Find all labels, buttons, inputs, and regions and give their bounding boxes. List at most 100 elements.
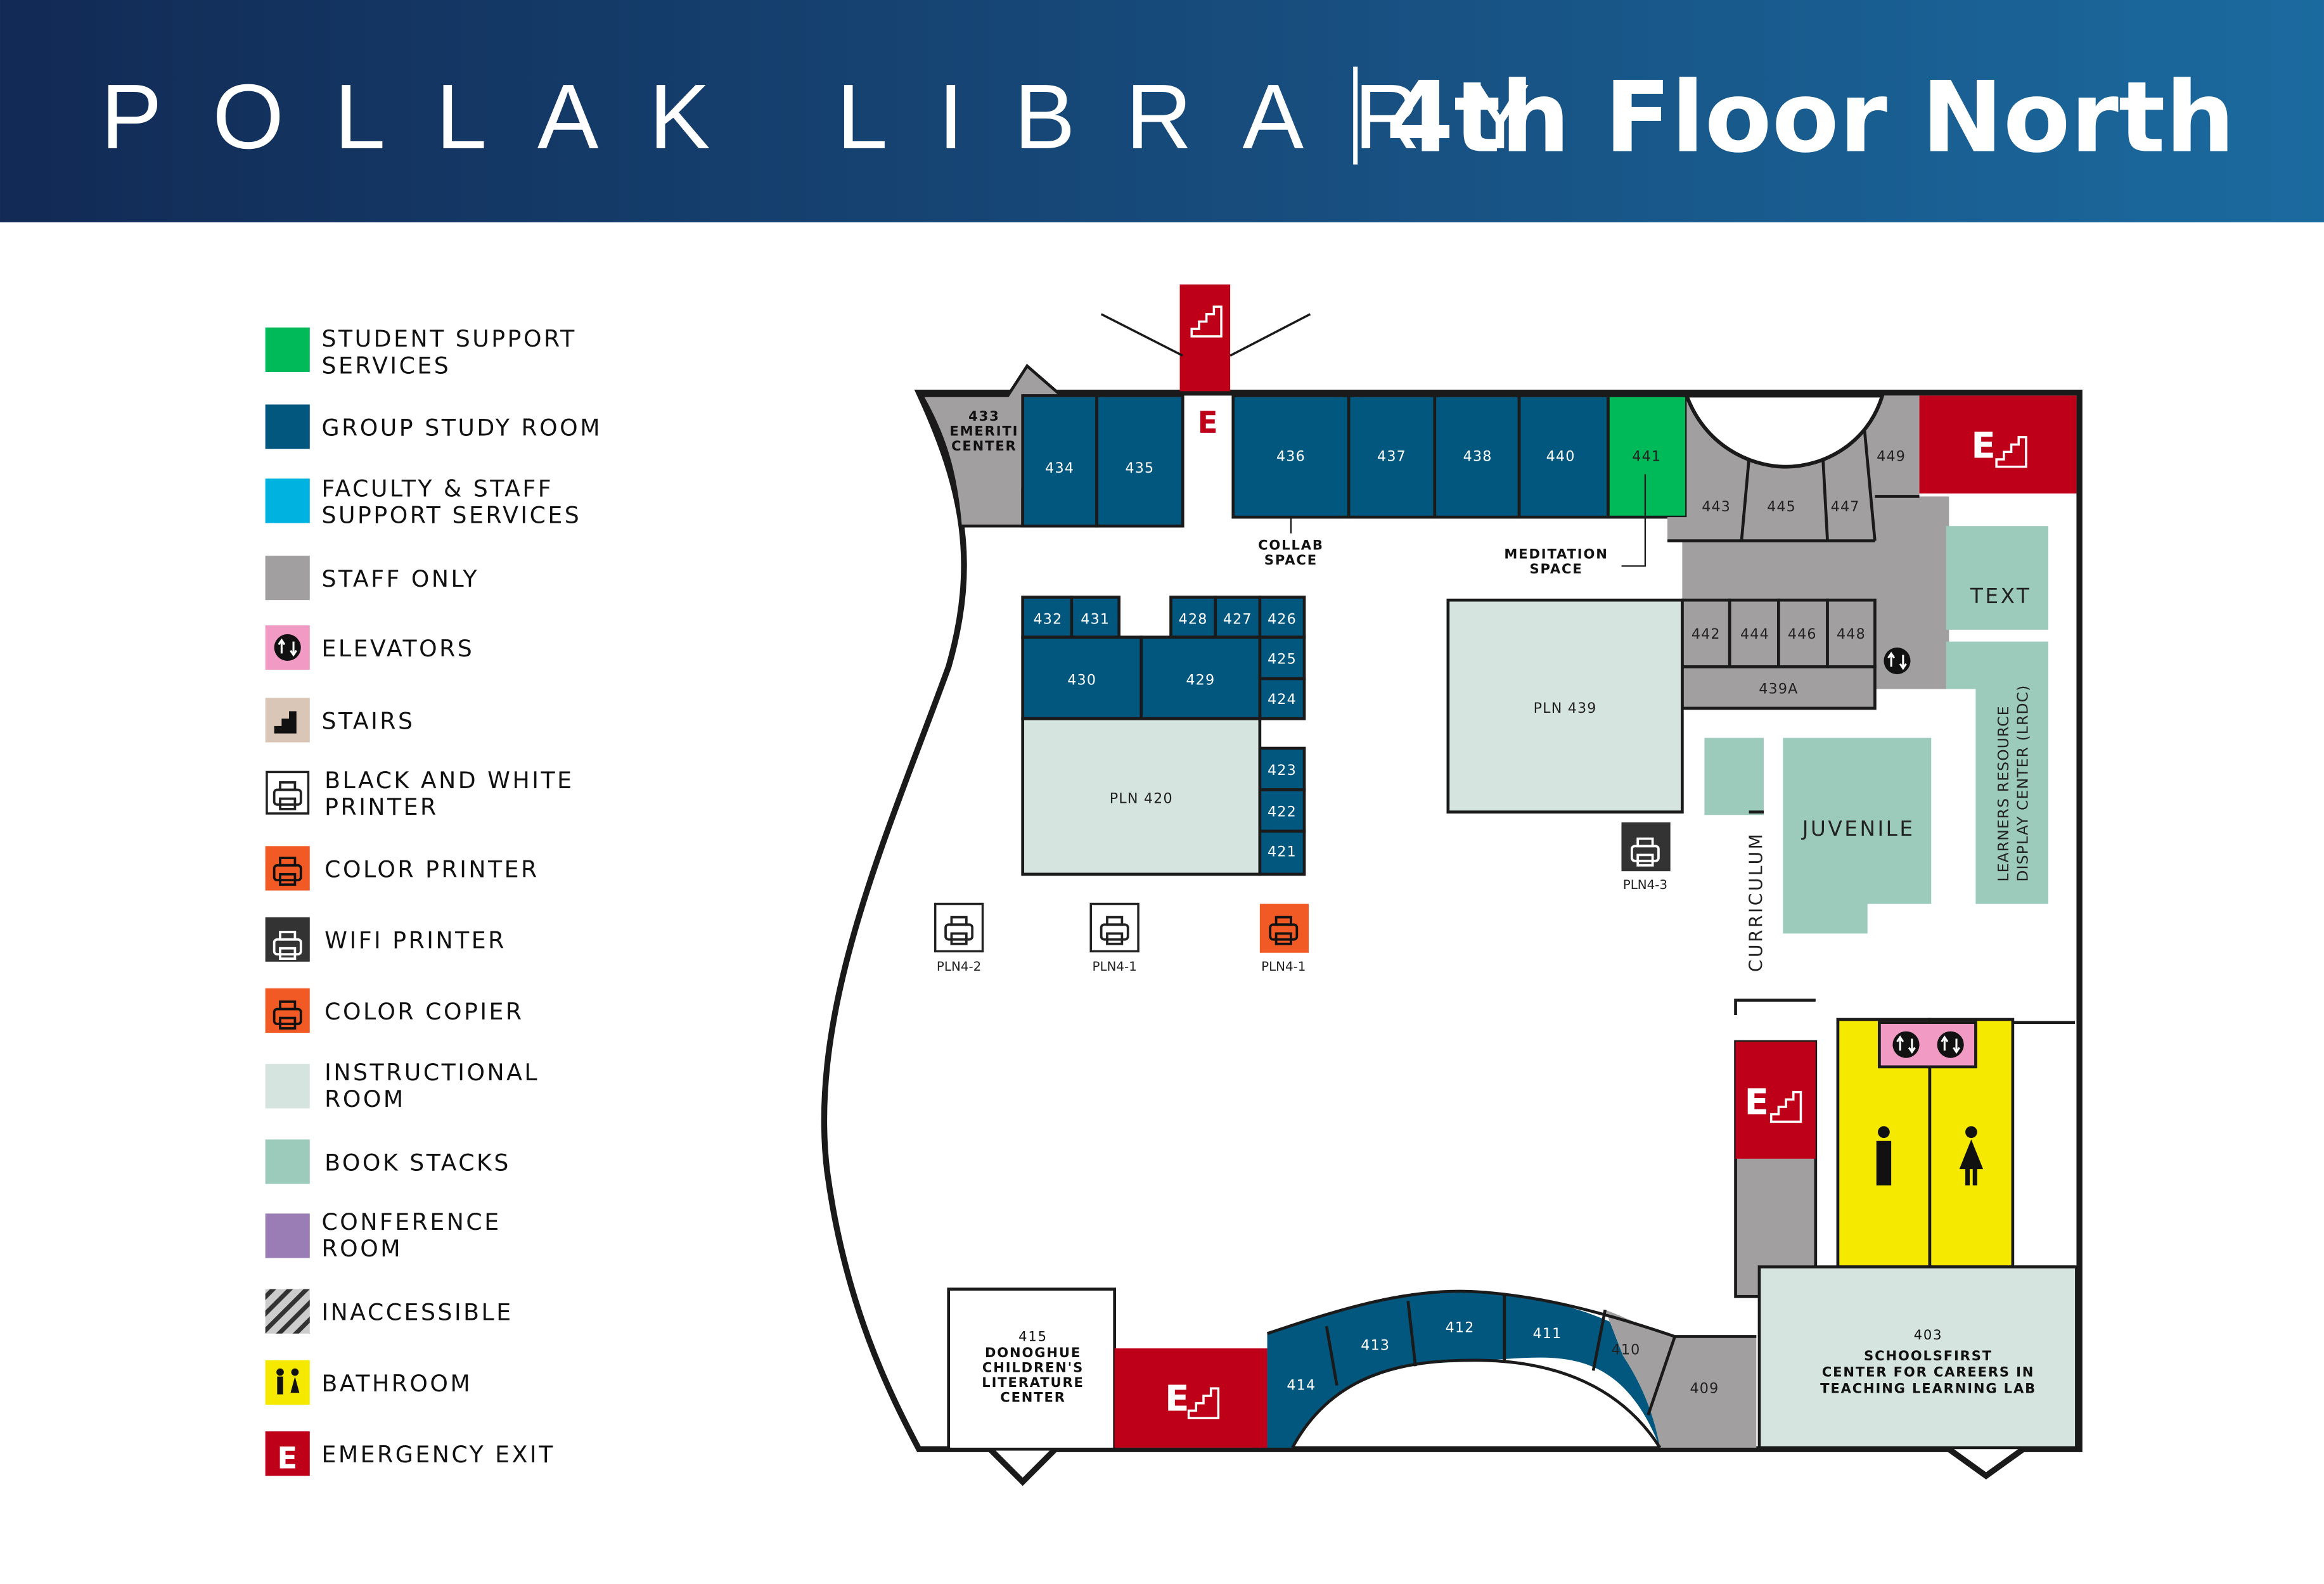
svg-text:446: 446 — [1788, 626, 1817, 642]
legend-item-bathroom: BATHROOM — [265, 1360, 470, 1405]
stacks-curriculum — [1704, 738, 1764, 815]
header-banner — [0, 0, 2324, 222]
svg-text:439A: 439A — [1759, 680, 1798, 697]
room-432[interactable] — [1021, 596, 1074, 639]
svg-text:PLN 420: PLN 420 — [1110, 791, 1173, 807]
printer-pln4-3-wifi[interactable]: PLN4-3 — [1621, 822, 1671, 892]
room-414[interactable]: 414 — [1287, 1377, 1316, 1394]
header-divider — [1353, 67, 1358, 165]
room-412[interactable]: 412 — [1446, 1319, 1475, 1336]
stacks-text — [1946, 526, 2049, 630]
svg-text:PLN 439: PLN 439 — [1534, 700, 1597, 717]
svg-text:431: 431 — [1081, 611, 1110, 628]
svg-text:JUVENILE: JUVENILE — [1801, 817, 1915, 841]
stair-exit-northeast[interactable] — [1919, 395, 2077, 494]
svg-text:COLOR PRINTER: COLOR PRINTER — [324, 855, 539, 883]
svg-text:428: 428 — [1179, 611, 1208, 628]
svg-text:BOOK STACKS: BOOK STACKS — [324, 1149, 511, 1177]
hatched-swatch — [265, 1289, 310, 1334]
svg-text:434: 434 — [1045, 460, 1074, 476]
svg-text:ELEVATORS: ELEVATORS — [321, 635, 474, 662]
staff-area — [1667, 395, 1949, 689]
room-441[interactable] — [1607, 394, 1688, 519]
stacks-lrdc — [1946, 641, 2049, 904]
legend-item-wifi-printer: WIFI PRINTER — [265, 917, 504, 962]
svg-text:PLN4-2: PLN4-2 — [937, 959, 981, 974]
svg-text:425: 425 — [1268, 651, 1297, 668]
room-435[interactable] — [1095, 394, 1184, 528]
printer-pln4-1-bw[interactable]: PLN4-1 — [1089, 902, 1140, 974]
room-431[interactable] — [1070, 596, 1121, 639]
svg-text:GROUP STUDY ROOM: GROUP STUDY ROOM — [321, 414, 602, 442]
legend-item-book-stacks: BOOK STACKS — [265, 1139, 511, 1184]
room-421[interactable] — [1258, 829, 1306, 876]
room-442[interactable] — [1681, 598, 1731, 668]
svg-text:E: E — [1745, 1082, 1769, 1123]
room-447[interactable]: 447 — [1831, 499, 1860, 515]
room-439a[interactable] — [1681, 665, 1877, 710]
elevator-icon — [273, 633, 302, 662]
room-445[interactable]: 445 — [1767, 499, 1796, 515]
room-410[interactable]: 410 — [1612, 1342, 1641, 1358]
svg-text:441: 441 — [1632, 448, 1661, 464]
women-icon — [1959, 1139, 1984, 1185]
entrance-doors — [1100, 313, 1311, 357]
svg-text:429: 429 — [1186, 672, 1215, 688]
printer-pln4-1-color[interactable]: PLN4-1 — [1259, 904, 1309, 974]
blue-swatch — [265, 404, 310, 449]
gray-swatch — [265, 555, 310, 601]
legend-item-staff-only: STAFF ONLY — [265, 555, 479, 601]
room-438[interactable] — [1433, 394, 1521, 519]
arc-staff-rooms — [1605, 1310, 1757, 1448]
legend-item-color-copier: COLOR COPIER — [265, 988, 523, 1033]
svg-text:STAFF ONLY: STAFF ONLY — [321, 565, 479, 592]
room-434[interactable] — [1021, 394, 1098, 528]
legend-item-group-study: GROUP STUDY ROOM — [265, 404, 602, 449]
room-423[interactable] — [1258, 746, 1306, 791]
room-403[interactable] — [1757, 1265, 2078, 1450]
room-436[interactable] — [1231, 394, 1351, 519]
exit-marker: E — [1198, 406, 1218, 440]
room-409[interactable]: 409 — [1690, 1380, 1719, 1396]
stair-exit-east[interactable] — [1735, 1042, 1816, 1159]
svg-text:STAIRS: STAIRS — [321, 708, 414, 735]
room-429[interactable] — [1140, 636, 1262, 720]
svg-text:E: E — [277, 1442, 297, 1476]
purple-swatch — [265, 1213, 310, 1258]
header-title: POLLAK LIBRARY — [101, 65, 1581, 168]
legend-item-elevators: ELEVATORS — [265, 625, 474, 670]
legend-item-color-printer: COLOR PRINTER — [265, 846, 539, 891]
svg-text:435: 435 — [1125, 460, 1154, 476]
stair-exit-top[interactable] — [1179, 284, 1231, 392]
room-413[interactable]: 413 — [1361, 1337, 1390, 1353]
header-subtitle: 4th Floor North — [1386, 61, 2235, 175]
svg-text:E: E — [1165, 1378, 1189, 1419]
exit-icon — [265, 1431, 310, 1476]
room-411[interactable]: 411 — [1533, 1325, 1562, 1342]
room-pln-420[interactable] — [1021, 717, 1262, 876]
room-426[interactable] — [1258, 596, 1306, 639]
svg-text:PLN4-1: PLN4-1 — [1092, 959, 1136, 974]
printer-pln4-2[interactable]: PLN4-2 — [934, 902, 984, 974]
stair-exit-south[interactable] — [1114, 1348, 1268, 1448]
svg-text:432: 432 — [1033, 611, 1062, 628]
svg-text:424: 424 — [1268, 691, 1297, 708]
room-443[interactable]: 443 — [1702, 499, 1731, 515]
room-pln-439[interactable] — [1446, 598, 1684, 814]
room-448[interactable] — [1826, 598, 1877, 668]
svg-text:423: 423 — [1268, 762, 1297, 779]
svg-text:COLOR COPIER: COLOR COPIER — [324, 998, 523, 1025]
room-449[interactable]: 449 — [1877, 448, 1906, 464]
